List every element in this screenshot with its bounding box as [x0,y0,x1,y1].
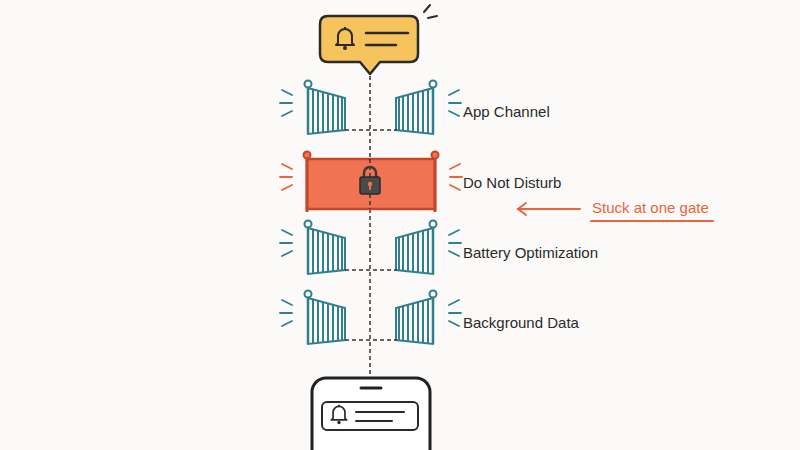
phone [312,378,430,450]
callout-note: Stuck at one gate [592,198,709,218]
notification-bubble [320,5,437,74]
signal-path [369,76,371,393]
open-gate [280,221,461,280]
open-gate [280,291,461,350]
closed-gate [280,152,462,213]
gate-label: Background Data [463,313,579,333]
gate-label: Do Not Disturb [463,173,561,193]
open-gate [280,81,461,140]
gate-label: App Channel [463,102,550,122]
gate-label: Battery Optimization [463,243,598,263]
